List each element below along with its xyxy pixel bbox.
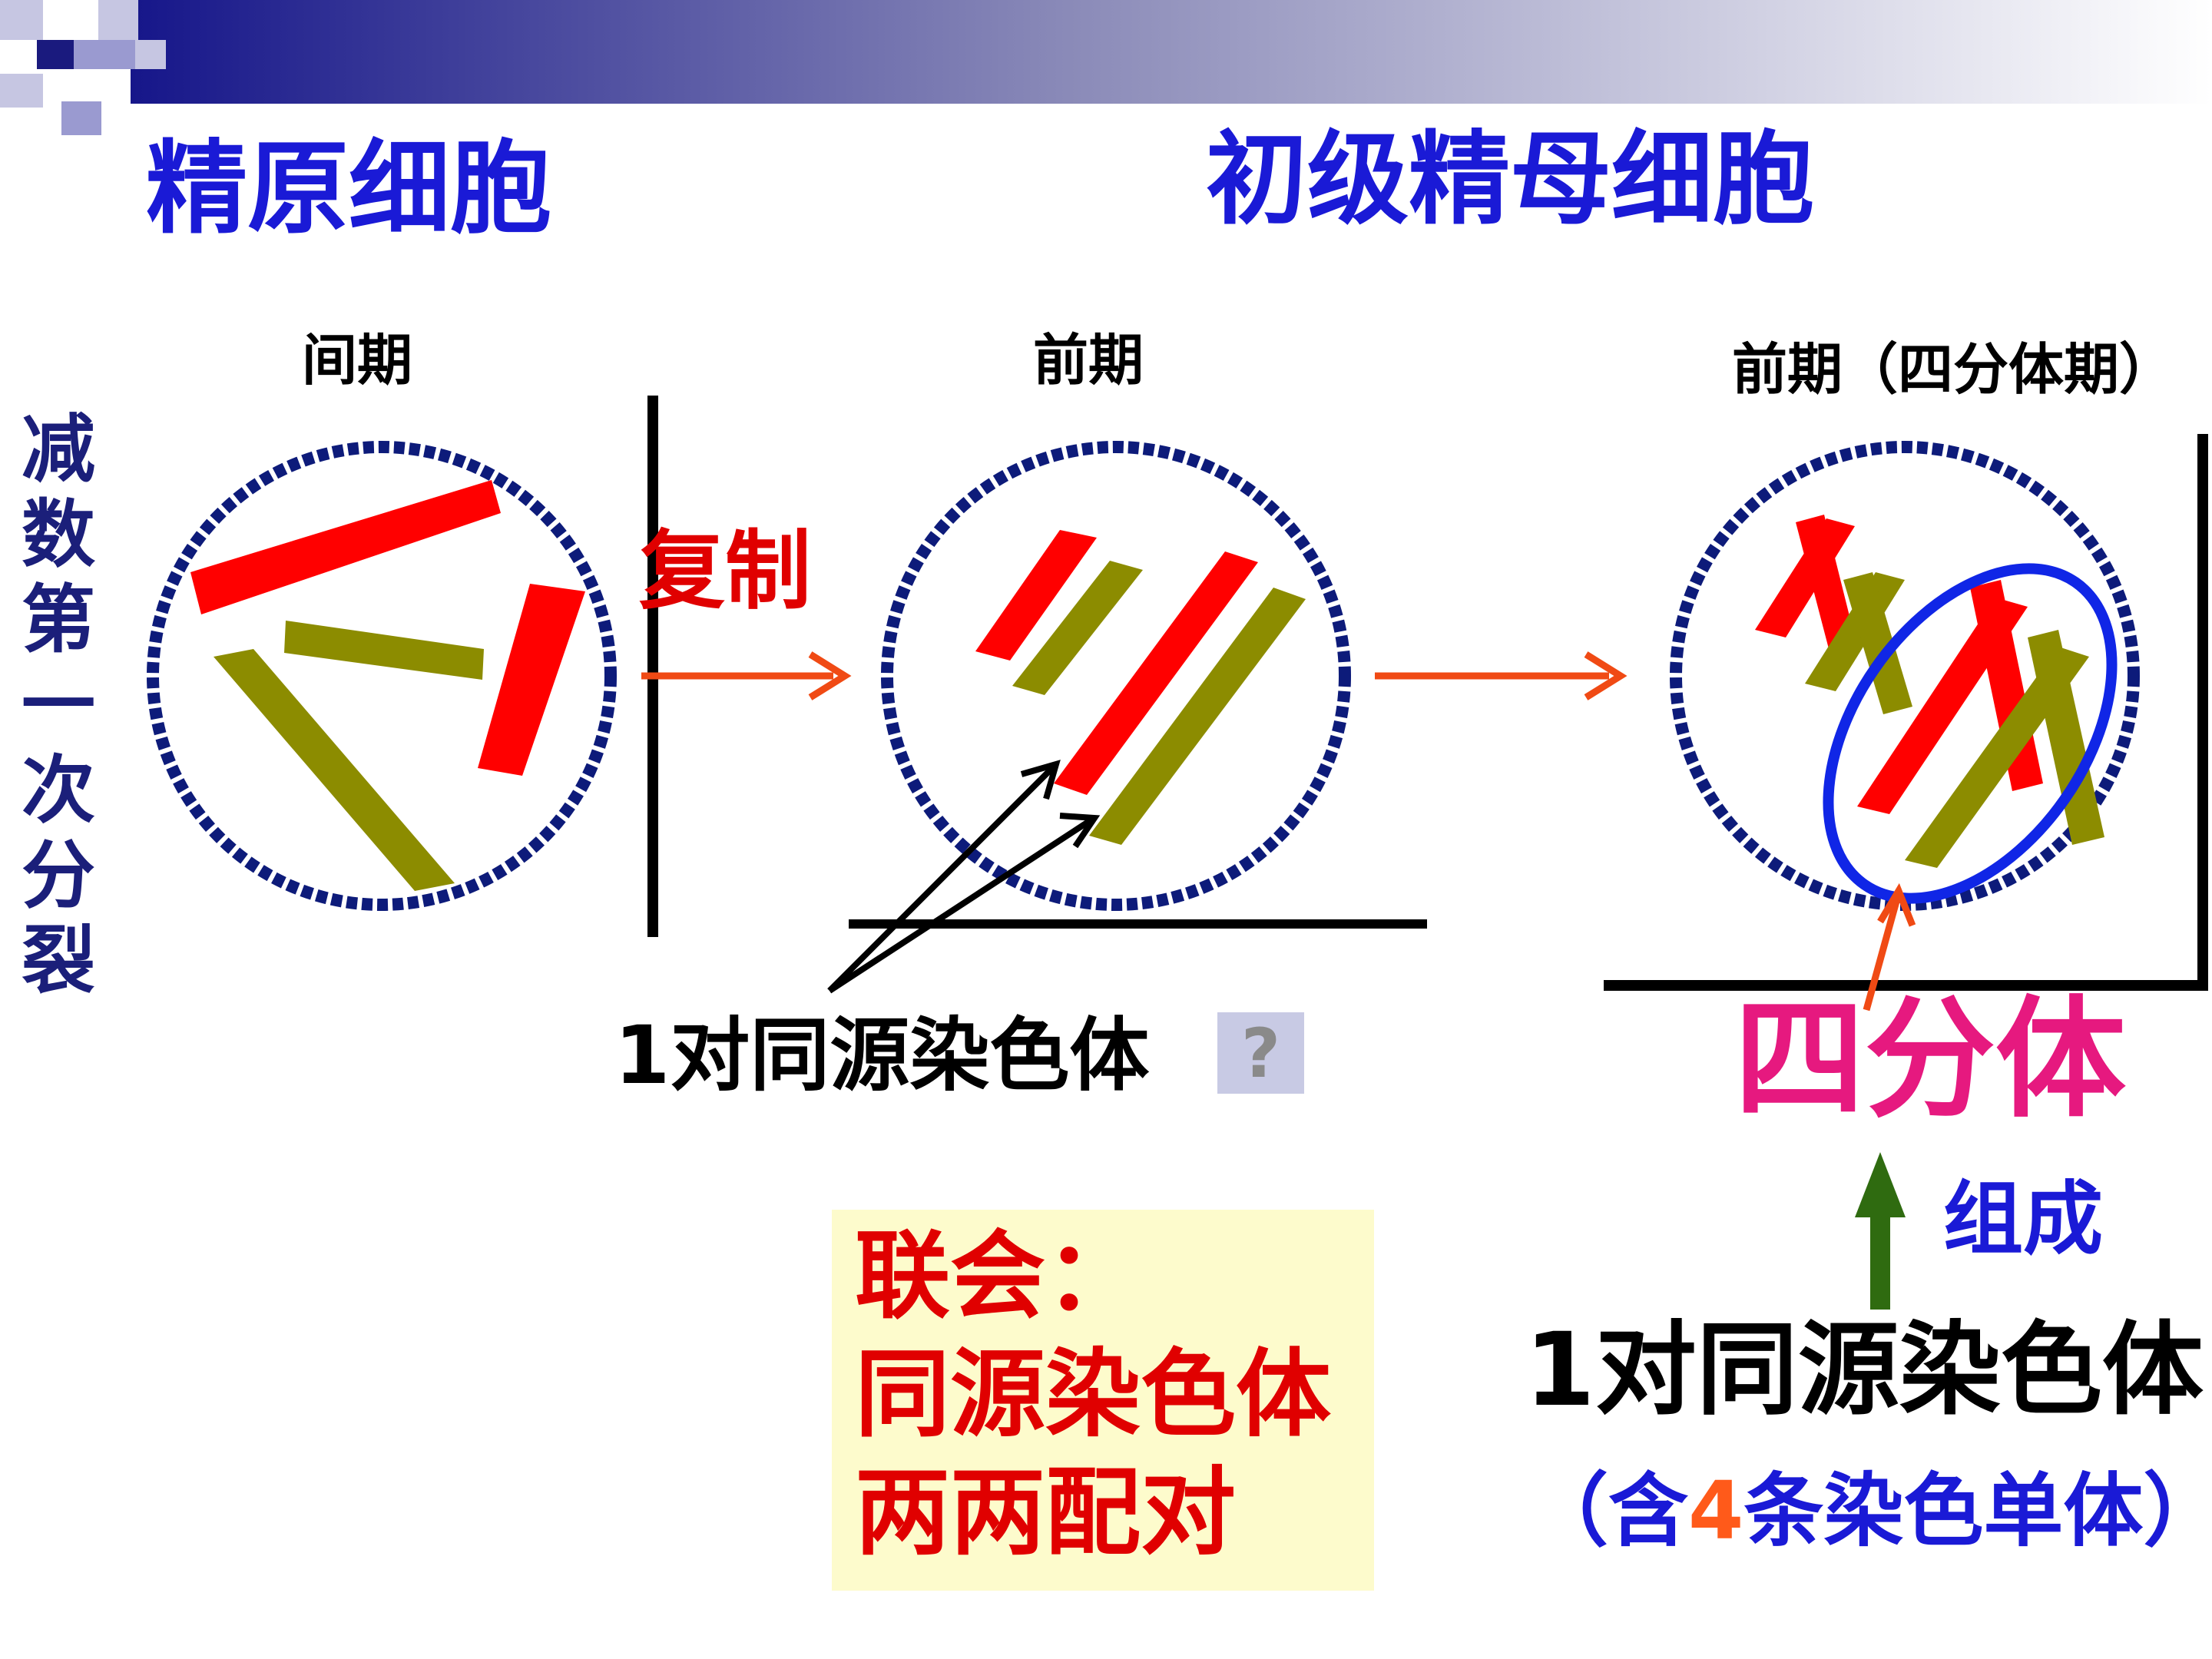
side-label-char: 次 [22, 747, 95, 833]
help-button[interactable]: ? [1217, 1012, 1304, 1094]
synapsis-line-1: 联会： [855, 1221, 1141, 1332]
olive-chromosome-2a [1012, 561, 1143, 695]
composed-of-label: 组成 [1943, 1172, 2104, 1266]
side-label-char: 第 [22, 577, 95, 663]
paren-close: 条染色单体） [1743, 1464, 2212, 1558]
phase-label-prophase: 前期 [1033, 328, 1144, 392]
title-spermatogonium: 精原细胞 [146, 130, 551, 248]
tetrad-label: 四分体 [1734, 984, 2127, 1136]
side-label-meiosis-1: 减 数 第 一 次 分 裂 [22, 407, 95, 1004]
synapsis-note-box: 联会： 同源染色体 两两配对 [832, 1210, 1374, 1591]
chromatid-count-note: （含4条染色单体） [1528, 1471, 2212, 1551]
side-label-char: 分 [22, 833, 95, 919]
olive-chromosome-2b [1089, 588, 1306, 845]
composed-up-arrow [1855, 1152, 1906, 1310]
header-decoration [0, 0, 2212, 135]
title-primary-spermatocyte: 初级精母细胞 [1206, 121, 1814, 239]
cell-prophase [881, 441, 1351, 911]
replication-arrow [641, 651, 852, 700]
progression-arrow [1375, 651, 1628, 700]
synapsis-line-2: 同源染色体 [855, 1339, 1332, 1450]
olive-chromatid-3d [2028, 630, 2104, 845]
phase-label-tetrad: 前期（四分体期） [1732, 337, 2175, 402]
tetrad-pair-label: 1对同源染色体 [1525, 1311, 2204, 1429]
cell-membrane-2 [881, 441, 1351, 911]
olive-chromatid-3b [1843, 572, 1912, 714]
tetrad-highlight-ellipse [1823, 563, 2118, 904]
side-label-char: 裂 [22, 918, 95, 1004]
red-chromosome-1b [478, 584, 585, 776]
synapsis-line-3: 两两配对 [855, 1458, 1237, 1568]
olive-chromosome-1a [284, 621, 484, 680]
homolog-pointer-arrows [827, 760, 1101, 994]
side-label-char: 一 [22, 662, 95, 748]
cell-interphase [147, 441, 617, 911]
tetrad-pointer-arrow [1863, 882, 1916, 1012]
side-label-char: 数 [22, 492, 95, 578]
red-chromosome-2a [975, 530, 1097, 661]
replication-label: 复制 [639, 522, 811, 621]
paren-open: （含 [1528, 1464, 1689, 1558]
chromatid-count: 4 [1688, 1464, 1744, 1558]
olive-chromosome-1b [214, 649, 455, 891]
cell-tetrad-phase [1670, 441, 2140, 911]
phase-label-interphase: 间期 [302, 328, 413, 392]
cell-membrane-1 [147, 441, 617, 911]
homologous-pair-label: 1对同源染色体 [614, 1008, 1150, 1102]
red-chromosome-1a [190, 480, 501, 614]
red-chromosome-2b [1054, 551, 1258, 795]
side-label-char: 减 [22, 406, 95, 492]
